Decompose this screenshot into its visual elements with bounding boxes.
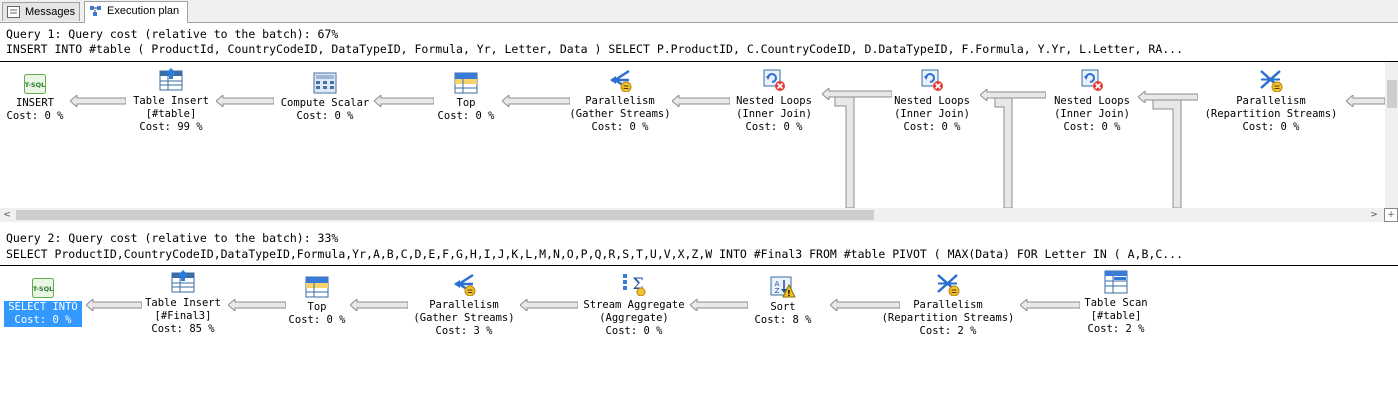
- stream-aggregate-icon: Σ: [623, 274, 646, 296]
- q2-node-table-insert[interactable]: Table Insert [#Final3] Cost: 85 %: [133, 270, 233, 336]
- query1-hscroll-thumb[interactable]: [16, 210, 874, 220]
- q1-elbow-connector: [1152, 93, 1198, 208]
- q1-flow-arrow: [822, 88, 892, 100]
- expand-plus-button[interactable]: +: [1384, 208, 1398, 222]
- q1-flow-arrow: [980, 89, 1046, 101]
- q2-node-stream-aggregate[interactable]: Σ Stream Aggregate (Aggregate) Cost: 0 %: [583, 274, 685, 337]
- query1-vscroll-thumb[interactable]: [1387, 80, 1397, 108]
- q2-node-top[interactable]: Top Cost: 0 %: [284, 276, 350, 327]
- svg-text:T-SQL: T-SQL: [33, 285, 54, 293]
- q1-node-top[interactable]: Top Cost: 0 %: [430, 72, 502, 123]
- execution-plan-icon: [90, 6, 101, 16]
- q1-flow-arrow: [502, 95, 570, 107]
- query2-plan-pane[interactable]: T-SQL SELECT INTO Cost: 0 % Table Insert…: [0, 266, 1398, 406]
- q1-elbow-connector: [994, 91, 1046, 208]
- nested-loops-icon: [1081, 69, 1103, 91]
- q1-flow-arrow: [1138, 91, 1198, 103]
- q1-node-table-insert[interactable]: Table Insert [#table] Cost: 99 %: [121, 68, 221, 134]
- query2-sql: SELECT ProductID,CountryCodeID,DataTypeI…: [6, 247, 1184, 261]
- parallelism-gather-icon: [610, 69, 632, 92]
- parallelism-gather-icon: [454, 273, 476, 296]
- scroll-left-button[interactable]: <: [3, 210, 11, 220]
- q2-flow-arrow: [690, 299, 748, 311]
- svg-text:Σ: Σ: [632, 274, 643, 293]
- top-icon: [454, 72, 478, 94]
- table-insert-icon: [171, 270, 195, 293]
- table-scan-icon: [1104, 270, 1128, 294]
- q2-flow-arrow: [520, 299, 578, 311]
- q1-node-nested-loops-1[interactable]: Nested Loops (Inner Join) Cost: 0 %: [722, 68, 826, 134]
- q1-node-nested-loops-2[interactable]: Nested Loops (Inner Join) Cost: 0 %: [880, 68, 984, 134]
- top-icon: [305, 276, 329, 298]
- q1-node-nested-loops-3[interactable]: Nested Loops (Inner Join) Cost: 0 %: [1040, 68, 1144, 134]
- q1-flow-arrow: [216, 95, 274, 107]
- query2-header: Query 2: Query cost (relative to the bat…: [6, 231, 339, 245]
- nested-loops-icon: [921, 69, 943, 91]
- q1-flow-arrow: [672, 95, 730, 107]
- tsql-icon: T-SQL: [32, 278, 54, 298]
- compute-scalar-icon: [313, 72, 337, 94]
- nested-loops-icon: [763, 69, 785, 91]
- q2-flow-arrow: [830, 299, 900, 311]
- scroll-right-button[interactable]: >: [1370, 210, 1378, 220]
- query1-sql: INSERT INTO #table ( ProductId, CountryC…: [6, 42, 1184, 56]
- svg-text:A: A: [775, 280, 780, 288]
- q1-node-compute-scalar[interactable]: Compute Scalar Cost: 0 %: [270, 72, 380, 123]
- q2-node-select-into[interactable]: T-SQL SELECT INTO Cost: 0 %: [0, 278, 86, 327]
- parallelism-repartition-icon: [937, 274, 960, 296]
- q1-flow-arrow: [70, 95, 126, 107]
- q1-node-parallelism-repartition[interactable]: Parallelism (Repartition Streams) Cost: …: [1196, 68, 1346, 134]
- tab-execution-plan[interactable]: Execution plan: [84, 1, 188, 23]
- q1-node-insert[interactable]: T-SQL INSERT Cost: 0 %: [0, 74, 70, 123]
- q2-flow-arrow: [228, 299, 286, 311]
- q1-flow-arrow: [1346, 95, 1385, 107]
- query1-horizontal-scrollbar[interactable]: < > +: [0, 208, 1398, 222]
- sort-icon: AZ!: [770, 276, 796, 298]
- q1-node-parallelism-gather[interactable]: Parallelism (Gather Streams) Cost: 0 %: [560, 68, 680, 134]
- query1-header: Query 1: Query cost (relative to the bat…: [6, 27, 339, 41]
- tsql-icon: T-SQL: [24, 74, 46, 94]
- query1-plan-pane[interactable]: T-SQL INSERT Cost: 0 % Table Insert [#ta…: [0, 62, 1385, 208]
- tab-messages[interactable]: Messages: [2, 2, 80, 21]
- table-insert-icon: [159, 68, 183, 91]
- query1-vertical-scrollbar[interactable]: [1385, 62, 1398, 208]
- query1-separator: [0, 61, 1398, 62]
- parallelism-repartition-icon: [1260, 70, 1283, 92]
- svg-text:T-SQL: T-SQL: [25, 81, 46, 89]
- messages-icon: [7, 6, 20, 18]
- q2-node-parallelism-repartition[interactable]: Parallelism (Repartition Streams) Cost: …: [876, 272, 1020, 338]
- q1-flow-arrow: [374, 95, 434, 107]
- q2-flow-arrow: [86, 299, 142, 311]
- q2-node-parallelism-gather[interactable]: Parallelism (Gather Streams) Cost: 3 %: [406, 272, 522, 338]
- q2-node-table-scan[interactable]: Table Scan [#table] Cost: 2 %: [1076, 270, 1156, 336]
- q2-flow-arrow: [1020, 299, 1080, 311]
- result-tab-bar: Messages Execution plan: [0, 0, 1398, 23]
- q2-flow-arrow: [350, 299, 408, 311]
- selected-node-label[interactable]: SELECT INTO Cost: 0 %: [4, 301, 82, 327]
- svg-text:Z: Z: [775, 287, 780, 295]
- query2-separator: [0, 265, 1398, 266]
- svg-text:!: !: [787, 289, 791, 298]
